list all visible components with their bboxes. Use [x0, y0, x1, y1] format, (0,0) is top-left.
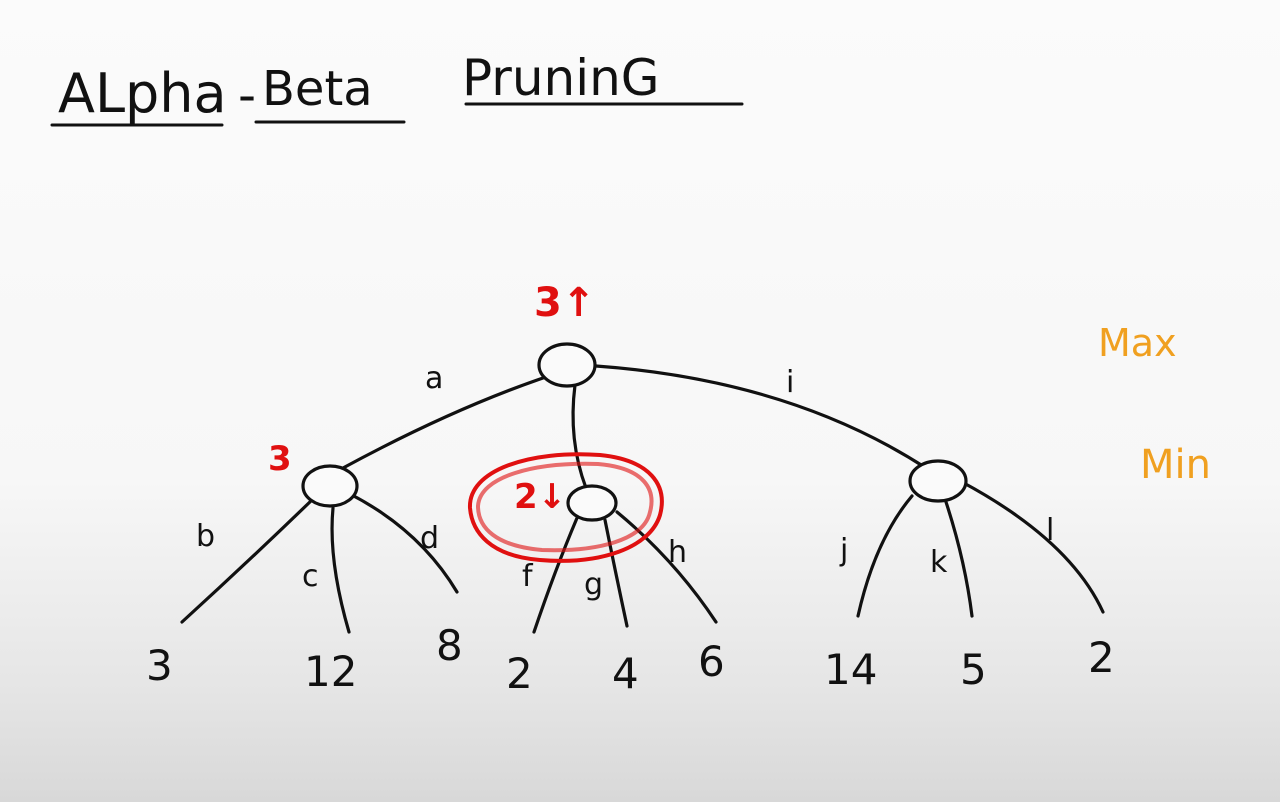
edge-label-b: b — [196, 519, 215, 554]
edge-i — [594, 364, 928, 470]
min-level-label: Min — [1140, 442, 1211, 488]
edge-label-g: g — [584, 567, 603, 602]
title: ALpha - Beta PruninG — [50, 49, 744, 127]
edge-label-k: k — [930, 545, 948, 580]
leaf-values: 3 12 8 2 4 6 14 5 2 — [146, 621, 1115, 698]
edge-d — [348, 492, 459, 594]
edge-g — [603, 518, 629, 628]
title-word-pruning: PruninG — [462, 49, 660, 107]
edge-b — [180, 496, 316, 624]
leaf-value: 12 — [304, 647, 357, 696]
tree-nodes — [301, 342, 968, 522]
edge-f — [532, 516, 579, 634]
edge-a — [341, 376, 545, 470]
edge-j — [856, 494, 914, 618]
leaf-value: 2 — [1088, 633, 1115, 682]
edge-c — [330, 506, 351, 634]
title-word-alpha: ALpha — [58, 62, 227, 125]
level-labels: Max Min — [1098, 321, 1211, 488]
left-min-value-annotation: 3 — [268, 439, 292, 479]
title-dash: - — [238, 66, 256, 124]
pruning-circle — [467, 452, 664, 563]
edge-h — [615, 510, 718, 624]
red-annotations: 3↑ 3 2↓ — [268, 280, 664, 563]
tree-edges — [180, 364, 1105, 634]
edge-label-j: j — [839, 533, 848, 568]
edge-l — [960, 480, 1105, 614]
left-min-node — [301, 464, 359, 508]
leaf-value: 5 — [960, 645, 987, 694]
edge-middle — [571, 383, 588, 490]
title-word-beta: Beta — [262, 61, 373, 117]
leaf-value: 14 — [824, 645, 877, 694]
root-value-annotation: 3↑ — [534, 280, 595, 326]
edge-label-h: h — [668, 535, 687, 570]
root-max-node — [537, 342, 597, 388]
leaf-value: 8 — [436, 621, 463, 670]
edge-k — [944, 500, 974, 618]
edge-label-c: c — [302, 559, 319, 594]
leaf-value: 4 — [612, 649, 639, 698]
middle-min-node — [566, 484, 618, 522]
max-level-label: Max — [1098, 321, 1177, 365]
leaf-value: 3 — [146, 641, 173, 690]
leaf-value: 6 — [698, 637, 725, 686]
middle-min-value-annotation: 2↓ — [514, 477, 566, 517]
edge-label-f: f — [522, 559, 534, 594]
edge-label-i: i — [786, 365, 794, 400]
edge-labels: a i b c d f g h j k l — [196, 361, 1054, 602]
right-min-node — [908, 459, 968, 503]
edge-label-a: a — [425, 361, 443, 396]
edge-label-l: l — [1046, 513, 1054, 548]
edge-label-d: d — [420, 521, 439, 556]
leaf-value: 2 — [506, 649, 533, 698]
